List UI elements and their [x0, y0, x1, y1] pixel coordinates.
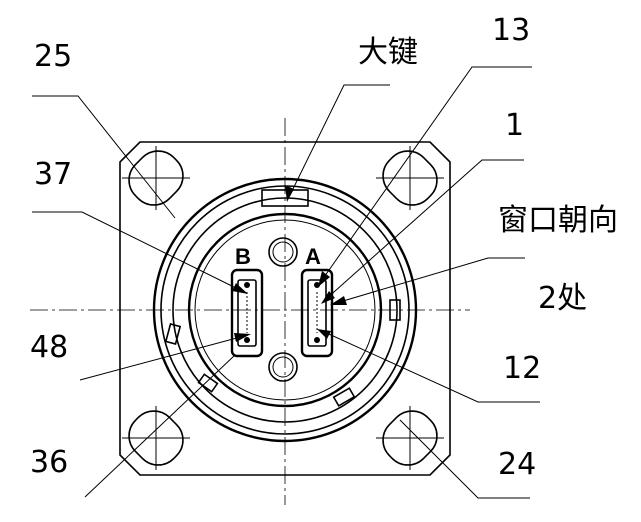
coupling-ring: [172, 197, 398, 423]
square-flange: [119, 141, 451, 476]
guide-pin-top: [268, 237, 298, 267]
label-13: 13: [492, 13, 530, 48]
mounting-hole-top-left: [122, 146, 190, 210]
leader-36: [84, 354, 236, 498]
window-b-label: B: [235, 244, 251, 269]
label-1: 1: [505, 108, 524, 143]
leader-24: [399, 419, 530, 499]
connector-rings: [152, 177, 418, 443]
outer-ring-inner-edge: [160, 185, 410, 435]
window-a-label: A: [305, 244, 321, 269]
label-48: 48: [30, 330, 68, 365]
mounting-hole-bottom-right: [376, 406, 444, 470]
leader-window-orientation: [332, 257, 525, 305]
mounting-hole-top-right: [376, 146, 444, 210]
label-24: 24: [498, 447, 536, 482]
insert-face-inner: [194, 219, 376, 401]
leader-lines: [32, 66, 540, 499]
label-window-orientation: 窗口朝向: [498, 203, 618, 238]
center-lines: [30, 118, 470, 505]
guide-pin-bottom: [268, 352, 298, 382]
leader-12: [319, 329, 540, 403]
leader-1: [324, 159, 524, 301]
leader-48: [79, 334, 249, 381]
label-big-key: 大键: [358, 35, 418, 70]
callout-labels: 25 37 48 36 大键 13 1 窗口朝向 2处 12 24: [30, 13, 618, 482]
mounting-hole-bottom-left: [122, 406, 190, 470]
label-36: 36: [30, 445, 68, 480]
label-two-places: 2处: [538, 281, 587, 316]
leader-25: [32, 95, 176, 219]
label-12: 12: [503, 351, 541, 386]
outer-ring: [152, 177, 418, 443]
leader-37: [32, 211, 241, 291]
big-key: [261, 189, 309, 207]
insert-face: [187, 212, 383, 408]
mounting-holes: [122, 146, 444, 470]
window-a: [300, 268, 334, 358]
minor-keys: [164, 299, 401, 407]
leader-big-key: [289, 84, 390, 196]
label-37: 37: [34, 157, 72, 192]
window-b: [230, 268, 264, 358]
label-25: 25: [34, 39, 72, 74]
leader-13: [321, 66, 532, 281]
guide-pins: [268, 237, 298, 382]
